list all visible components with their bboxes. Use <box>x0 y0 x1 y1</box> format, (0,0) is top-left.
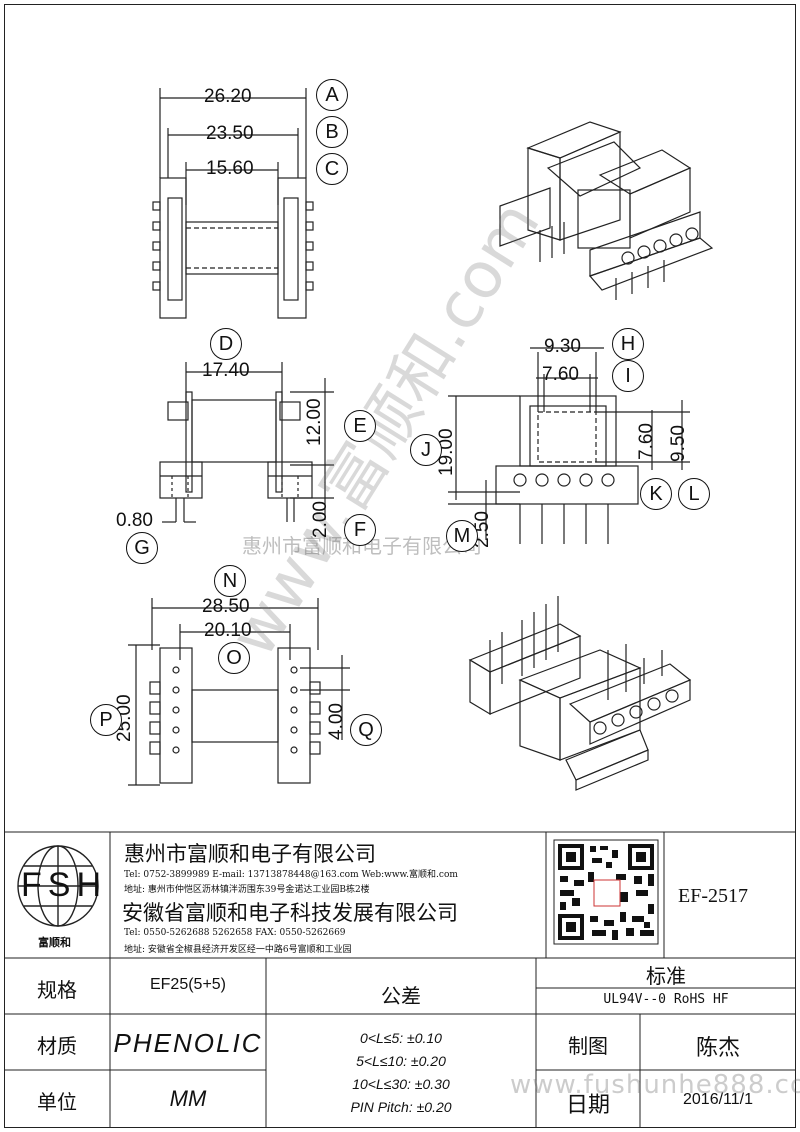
dim-i: 7.60 <box>542 364 579 385</box>
tolerance-line-1: 0<L≤5: ±0.10 <box>360 1030 442 1046</box>
spec-label: 规格 <box>37 978 77 1002</box>
dim-k: 7.60 <box>636 423 657 460</box>
model-number: EF-2517 <box>678 885 748 907</box>
view-front <box>159 362 334 523</box>
iso-view-lower <box>468 596 692 791</box>
callout-d: D <box>210 328 242 360</box>
date-label: 日期 <box>565 1093 610 1118</box>
dim-n: 28.50 <box>202 596 250 617</box>
standard-label: 标准 <box>646 964 686 988</box>
callout-c: C <box>316 153 348 185</box>
company2-contact: Tel: 0550-5262688 5262658 FAX: 0550-5262… <box>124 928 346 938</box>
callout-i: I <box>612 360 644 392</box>
callout-m: M <box>446 520 478 552</box>
standard-value: UL94V--0 RoHS HF <box>603 992 729 1007</box>
dim-g: 0.80 <box>116 510 153 531</box>
callout-b: B <box>316 116 348 148</box>
dim-d: 17.40 <box>202 360 250 381</box>
spec-value: EF25(5+5) <box>149 976 227 993</box>
qr-code <box>553 839 659 945</box>
material-value: PHENOLIC <box>113 1028 263 1058</box>
callout-a: A <box>316 79 348 111</box>
callout-o: O <box>218 642 250 674</box>
drawn-label: 制图 <box>568 1034 608 1058</box>
drawn-value: 陈杰 <box>695 1036 740 1061</box>
callout-k: K <box>640 478 672 510</box>
view-top <box>152 88 314 319</box>
dim-h: 9.30 <box>544 336 581 357</box>
material-label: 材质 <box>37 1034 77 1058</box>
dim-b: 23.50 <box>206 123 254 144</box>
company1-address: 地址: 惠州市仲恺区沥林镇泮沥围东39号金诺达工业园B栋2楼 <box>124 885 370 895</box>
view-bottom <box>128 598 350 786</box>
callout-f: F <box>344 514 376 546</box>
tolerance-line-3: 10<L≤30: ±0.30 <box>352 1076 450 1092</box>
dim-q: 4.00 <box>326 703 347 740</box>
fsh-logo-graphic <box>17 845 99 927</box>
dim-c: 15.60 <box>206 158 254 179</box>
watermark-bottom: www.fushunhe888.com <box>510 1070 800 1100</box>
callout-n: N <box>214 565 246 597</box>
unit-value: MM <box>169 1086 207 1111</box>
iso-view-upper <box>499 121 714 300</box>
view-side <box>448 347 690 544</box>
company2-address: 地址: 安徽省全椒县经济开发区经一中路6号富顺和工业园 <box>124 945 352 955</box>
logo-letters: FSH <box>21 866 107 904</box>
tolerance-label: 公差 <box>381 984 421 1008</box>
company1-contact: Tel: 0752-3899989 E-mail: 13713878448@16… <box>124 870 458 880</box>
company1-name: 惠州市富顺和电子有限公司 <box>124 842 376 866</box>
callout-e: E <box>344 410 376 442</box>
dim-l: 9.50 <box>668 425 689 462</box>
callout-g: G <box>126 532 158 564</box>
callout-q: Q <box>350 714 382 746</box>
tolerance-line-4: PIN Pitch: ±0.20 <box>350 1099 452 1115</box>
drawing-frame <box>4 4 796 1128</box>
tolerance-line-2: 5<L≤10: ±0.20 <box>356 1053 446 1069</box>
dim-f: 2.00 <box>310 501 331 538</box>
logo-caption: 富顺和 <box>38 936 71 949</box>
callout-h: H <box>612 328 644 360</box>
callout-l: L <box>678 478 710 510</box>
callout-j: J <box>410 434 442 466</box>
company2-name: 安徽省富顺和电子科技发展有限公司 <box>122 901 458 925</box>
unit-label: 单位 <box>37 1090 77 1114</box>
callout-p: P <box>90 704 122 736</box>
dim-o: 20.10 <box>204 620 252 641</box>
dim-e: 12.00 <box>304 398 325 446</box>
title-block-grid <box>4 831 796 1128</box>
dim-a: 26.20 <box>204 86 252 107</box>
date-value: 2016/11/1 <box>683 1091 753 1108</box>
